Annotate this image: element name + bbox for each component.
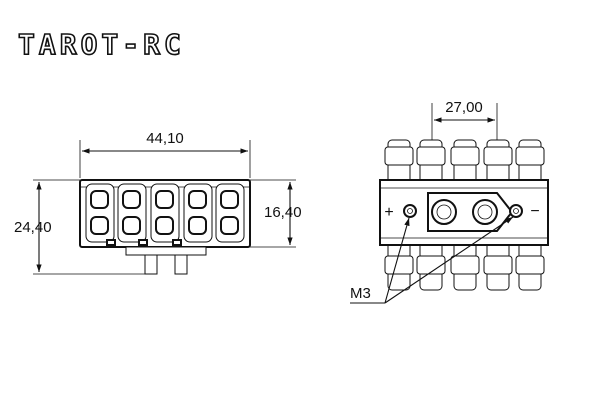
mount-leg xyxy=(144,254,158,275)
front-view: 44,10 24,40 16,40 xyxy=(14,130,302,275)
wire-housing-1 xyxy=(384,139,414,291)
terminal-socket xyxy=(472,199,498,225)
latch-slot xyxy=(138,239,148,246)
terminal-1 xyxy=(85,183,115,243)
latch-slot xyxy=(106,239,116,246)
pin-socket xyxy=(122,190,141,209)
m3-callout-label: M3 xyxy=(350,285,371,302)
terminal-2 xyxy=(117,183,147,243)
pin-socket xyxy=(90,190,109,209)
terminal-3 xyxy=(150,183,180,243)
plus-mark: + xyxy=(384,204,393,221)
pin-socket xyxy=(220,216,239,235)
overall-height-label: 24,40 xyxy=(14,219,52,236)
mount-leg xyxy=(174,254,188,275)
base-flange xyxy=(125,246,207,256)
pin-socket xyxy=(155,216,174,235)
brand-logo: TAROT-RC xyxy=(17,27,185,62)
pin-socket xyxy=(90,216,109,235)
m3-screw-hole xyxy=(403,204,417,218)
overall-width-label: 44,10 xyxy=(146,130,184,147)
pin-socket xyxy=(188,190,207,209)
pin-socket xyxy=(188,216,207,235)
pitch-span-label: 27,00 xyxy=(445,99,483,116)
body-height-label: 16,40 xyxy=(264,204,302,221)
pin-socket xyxy=(122,216,141,235)
pin-socket xyxy=(155,190,174,209)
leader-line xyxy=(384,216,514,304)
pin-socket xyxy=(220,190,239,209)
terminal-socket xyxy=(431,199,457,225)
terminal-4 xyxy=(183,183,213,243)
m3-screw-hole xyxy=(509,204,523,218)
minus-mark: − xyxy=(530,203,539,220)
latch-slot xyxy=(172,239,182,246)
top-view: 27,00 xyxy=(350,99,549,304)
terminal-5 xyxy=(215,183,245,243)
leader-line xyxy=(384,217,410,304)
